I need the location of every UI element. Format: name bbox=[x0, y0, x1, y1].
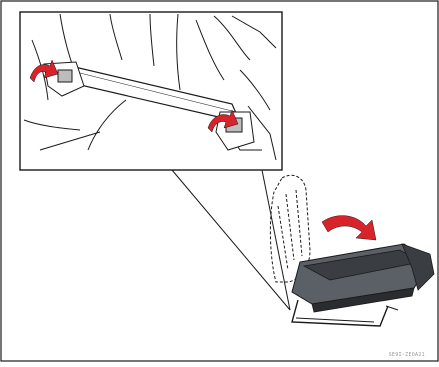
figure-code-label: SE9I-ZEOA21 bbox=[389, 352, 425, 358]
inset-detail bbox=[20, 12, 282, 170]
